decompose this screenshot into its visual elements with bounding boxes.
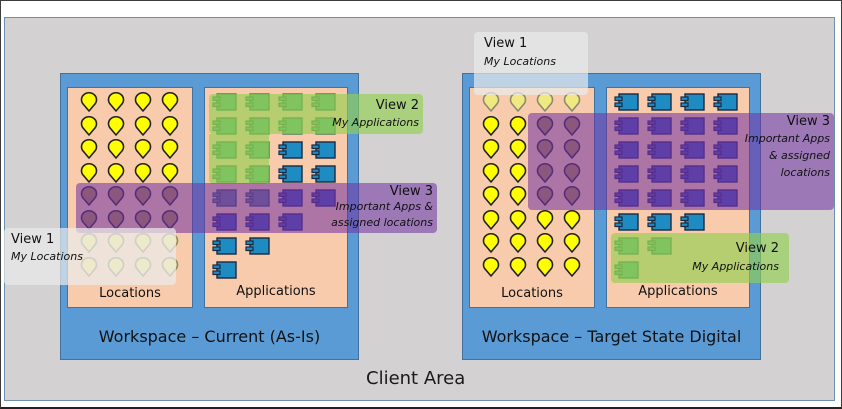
workspace-title: Workspace – Target State Digital — [481, 327, 742, 346]
location-pin-icon[interactable] — [78, 162, 100, 184]
application-component-icon[interactable] — [277, 141, 303, 159]
view-title: View 2 — [735, 241, 779, 256]
application-component-icon[interactable] — [613, 213, 639, 231]
location-pin-icon[interactable] — [534, 256, 556, 278]
view1-overlay-target[interactable]: View 1 My Locations — [474, 32, 588, 95]
applications-label: Applications — [638, 284, 718, 299]
location-pin-icon[interactable] — [480, 115, 502, 137]
location-pin-icon[interactable] — [480, 256, 502, 278]
location-pin-icon[interactable] — [105, 138, 127, 160]
location-pin-icon[interactable] — [507, 209, 529, 231]
location-pin-icon[interactable] — [507, 115, 529, 137]
location-pin-icon[interactable] — [105, 91, 127, 113]
location-pin-icon[interactable] — [534, 232, 556, 254]
view2-overlay-current-column — [209, 134, 269, 184]
view-subtitle: My Applications — [332, 116, 419, 129]
location-pin-icon[interactable] — [534, 209, 556, 231]
location-pin-icon[interactable] — [78, 115, 100, 137]
location-pin-icon[interactable] — [507, 138, 529, 160]
location-pin-icon[interactable] — [132, 115, 154, 137]
location-pin-icon[interactable] — [507, 256, 529, 278]
application-component-icon[interactable] — [244, 237, 270, 255]
workspace-title: Workspace – Current (As-Is) — [98, 327, 321, 346]
location-pin-icon[interactable] — [132, 138, 154, 160]
view3-overlay-target[interactable]: View 3 Important Apps & assigned locatio… — [528, 113, 834, 210]
view2-overlay-target[interactable]: View 2 My Applications — [611, 233, 789, 283]
location-pin-icon[interactable] — [105, 162, 127, 184]
location-pin-icon[interactable] — [159, 115, 181, 137]
application-component-icon[interactable] — [613, 93, 639, 111]
locations-label: Locations — [99, 286, 161, 301]
application-component-icon[interactable] — [310, 165, 336, 183]
view-subtitle: My Applications — [692, 260, 779, 273]
location-pin-icon[interactable] — [78, 91, 100, 113]
application-component-icon[interactable] — [211, 261, 237, 279]
view-subtitle: Important Apps — [744, 132, 830, 145]
location-pin-icon[interactable] — [132, 91, 154, 113]
application-component-icon[interactable] — [712, 93, 738, 111]
location-pin-icon[interactable] — [480, 232, 502, 254]
application-component-icon[interactable] — [211, 237, 237, 255]
view-title: View 3 — [389, 184, 433, 199]
location-pin-icon[interactable] — [507, 232, 529, 254]
view1-overlay-current[interactable]: View 1 My Locations — [4, 228, 176, 285]
view-subtitle: My Locations — [11, 250, 83, 263]
view-subtitle: & assigned — [768, 149, 830, 162]
application-component-icon[interactable] — [277, 165, 303, 183]
view-title: View 2 — [375, 98, 419, 113]
location-pin-icon[interactable] — [561, 256, 583, 278]
view-subtitle: assigned locations — [331, 216, 433, 229]
location-pin-icon[interactable] — [480, 185, 502, 207]
application-component-icon[interactable] — [646, 213, 672, 231]
location-pin-icon[interactable] — [105, 115, 127, 137]
location-pin-icon[interactable] — [561, 232, 583, 254]
view-subtitle: Important Apps & — [335, 200, 433, 213]
application-component-icon[interactable] — [646, 93, 672, 111]
application-component-icon[interactable] — [679, 213, 705, 231]
client-area-label: Client Area — [366, 368, 466, 389]
location-pin-icon[interactable] — [480, 162, 502, 184]
view-title: View 1 — [484, 36, 528, 51]
application-component-icon[interactable] — [679, 93, 705, 111]
view-title: View 1 — [11, 232, 55, 247]
applications-label: Applications — [236, 284, 316, 299]
location-pin-icon[interactable] — [480, 209, 502, 231]
location-pin-icon[interactable] — [159, 91, 181, 113]
view-subtitle: My Locations — [484, 55, 556, 68]
view-subtitle: locations — [780, 166, 830, 179]
location-pin-icon[interactable] — [507, 185, 529, 207]
application-component-icon[interactable] — [310, 141, 336, 159]
view2-overlay-current[interactable]: View 2 My Applications — [209, 94, 423, 134]
location-pin-icon[interactable] — [480, 138, 502, 160]
location-pin-icon[interactable] — [159, 162, 181, 184]
location-pin-icon[interactable] — [132, 162, 154, 184]
location-pin-icon[interactable] — [561, 209, 583, 231]
location-pin-icon[interactable] — [78, 138, 100, 160]
locations-label: Locations — [501, 286, 563, 301]
view-title: View 3 — [786, 114, 830, 129]
location-pin-icon[interactable] — [159, 138, 181, 160]
view3-overlay-current[interactable]: View 3 Important Apps & assigned locatio… — [76, 183, 437, 233]
location-pin-icon[interactable] — [507, 162, 529, 184]
